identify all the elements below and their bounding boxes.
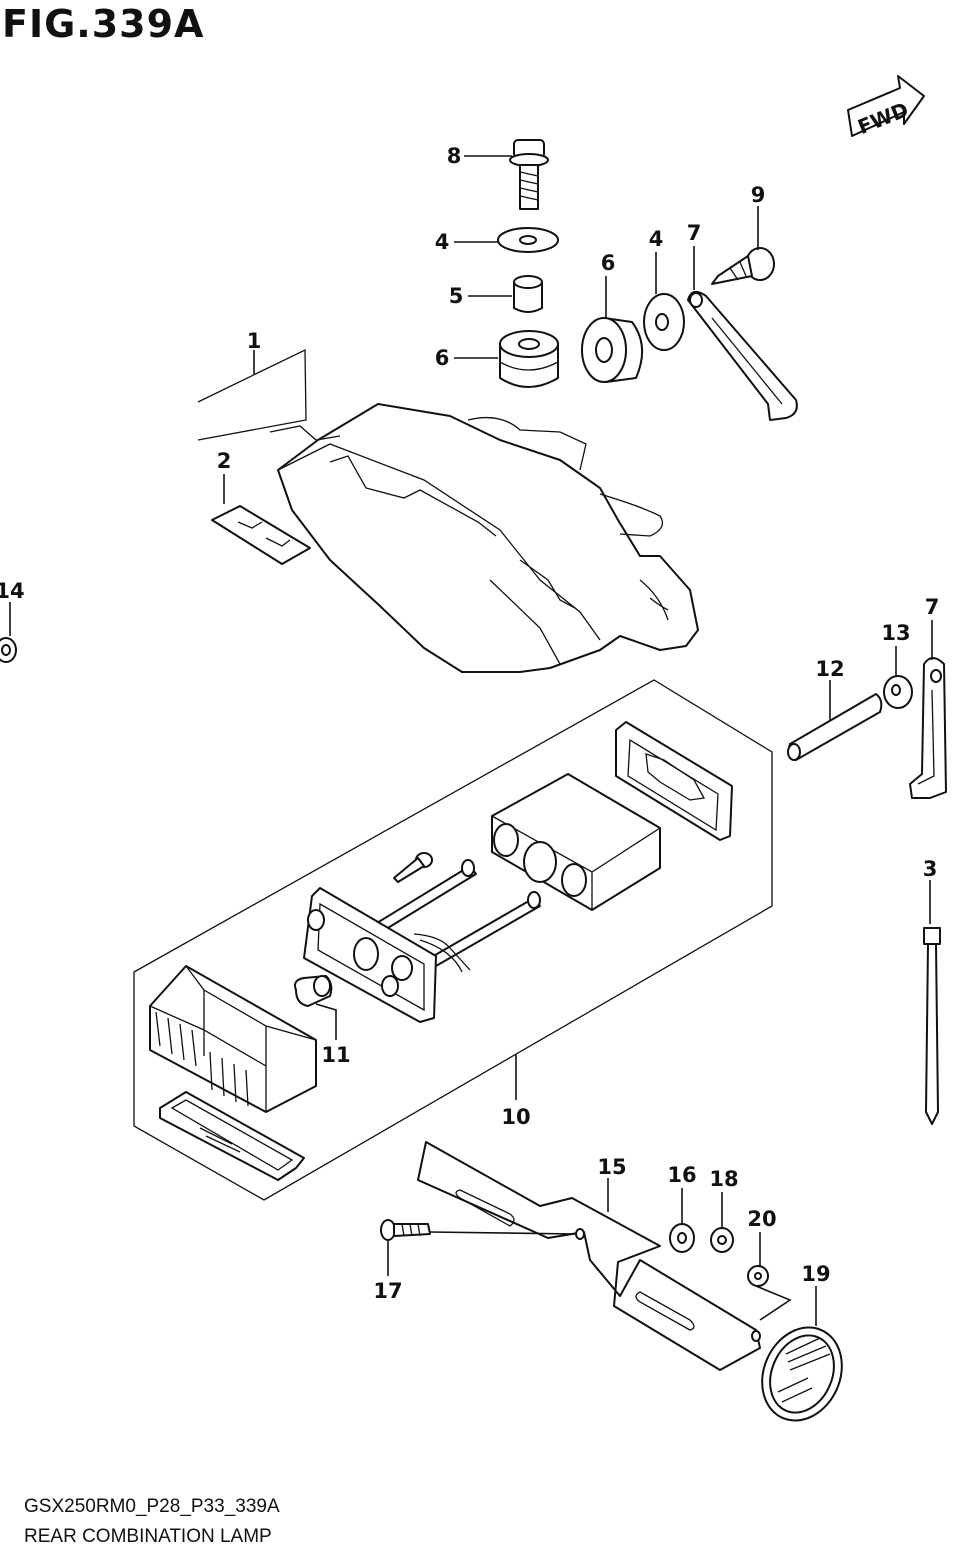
- callout-4-right: 4: [649, 227, 664, 251]
- lens-gasket: [615, 721, 733, 841]
- bracket-7-right: [909, 657, 947, 799]
- assembly-name: REAR COMBINATION LAMP: [24, 1526, 272, 1547]
- nut-18: [710, 1227, 734, 1253]
- nut-20: [747, 1265, 769, 1287]
- label-plate-2: [211, 505, 311, 565]
- lens-plate: [159, 1091, 305, 1181]
- callout-17: 17: [373, 1279, 402, 1303]
- callout-14: 14: [0, 579, 25, 603]
- washer-4-top: [497, 227, 559, 253]
- model-code: GSX250RM0_P28_P33_339A: [24, 1496, 280, 1517]
- callout-18: 18: [709, 1167, 738, 1191]
- fwd-arrow-icon: FWD: [847, 75, 925, 139]
- pin-12: [787, 693, 883, 761]
- washer-4-right: [643, 293, 685, 351]
- washer-13: [883, 675, 913, 709]
- callout-3: 3: [923, 857, 938, 881]
- callout-5: 5: [449, 284, 464, 308]
- screw-small: [393, 852, 433, 883]
- socket-plate: [303, 887, 471, 1023]
- collar-5: [513, 275, 543, 313]
- callout-4-top: 4: [435, 230, 450, 254]
- cable-tie-3: [923, 927, 941, 1125]
- callout-9: 9: [751, 183, 766, 207]
- callout-12: 12: [815, 657, 844, 681]
- washer-16: [669, 1223, 695, 1253]
- screw-9: [711, 247, 775, 285]
- screw-17: [380, 1219, 431, 1241]
- lamp-cover-block: [491, 773, 661, 911]
- bracket-15: [417, 1141, 761, 1371]
- figure-title: FIG.339A: [2, 2, 205, 46]
- callout-numbers: 1 2 3 4 4 5 6 6 7 7 8 9 10 11 12 13 14 1…: [0, 144, 939, 1303]
- bracket-7-top: [687, 290, 798, 421]
- callout-15: 15: [597, 1155, 626, 1179]
- grommet-6-right: [581, 317, 643, 383]
- nut-14: [0, 637, 17, 663]
- bolt-8: [509, 139, 549, 210]
- bulb-11: [294, 975, 333, 1007]
- assembly-box-10: [133, 679, 773, 1201]
- callout-1: 1: [247, 329, 262, 353]
- callout-6-center: 6: [435, 346, 450, 370]
- leader-lines: [9, 155, 933, 1326]
- label-sheet-1: [197, 348, 307, 441]
- callout-19: 19: [801, 1262, 830, 1286]
- callout-8: 8: [447, 144, 462, 168]
- callout-7-top: 7: [687, 221, 702, 245]
- callout-10: 10: [501, 1105, 530, 1129]
- callout-13: 13: [881, 621, 910, 645]
- callout-6-right: 6: [601, 251, 616, 275]
- callout-20: 20: [747, 1207, 776, 1231]
- reflector-19: [761, 1326, 843, 1422]
- callout-11: 11: [321, 1043, 350, 1067]
- callout-16: 16: [667, 1163, 696, 1187]
- grommet-6-center: [499, 330, 559, 388]
- lens: [149, 965, 317, 1113]
- callout-7-right: 7: [925, 595, 940, 619]
- tail-lamp-housing: [269, 403, 699, 673]
- callout-2: 2: [217, 449, 232, 473]
